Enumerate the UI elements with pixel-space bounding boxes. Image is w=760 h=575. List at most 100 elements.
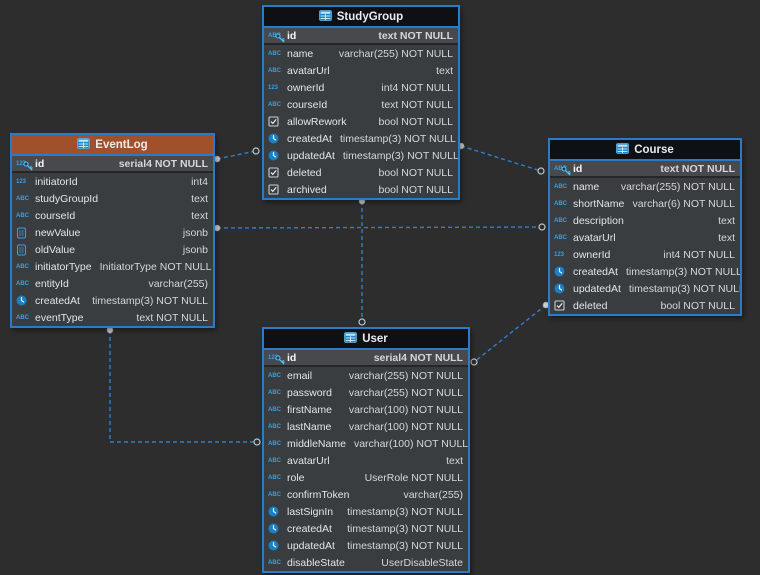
column-row[interactable]: ABC confirmToken varchar(255) [264,486,468,503]
column-row[interactable]: ABC initiatorType InitiatorType NOT NULL [12,258,213,275]
column-row[interactable]: ABC role UserRole NOT NULL [264,469,468,486]
table-icon [616,143,629,157]
column-row[interactable]: oldValue jsonb [12,241,213,258]
relationship-line-eventlog-course[interactable] [217,227,542,228]
text-type-icon: ABC [16,281,33,287]
column-row[interactable]: createdAt timestamp(3) NOT NULL [12,292,213,309]
column-row[interactable]: deleted bool NOT NULL [264,164,458,181]
column-row[interactable]: ABC description text [550,212,740,229]
text-type-icon: ABC [268,424,285,430]
column-type: text NOT NULL [652,163,735,175]
text-type-icon: ABC [16,264,33,270]
column-type: int4 NOT NULL [655,249,735,261]
column-name: studyGroupId [35,193,98,205]
column-type: int4 NOT NULL [373,82,453,94]
column-row[interactable]: allowRework bool NOT NULL [264,113,458,130]
column-row[interactable]: lastSignIn timestamp(3) NOT NULL [264,503,468,520]
column-type: timestamp(3) NOT NULL [84,295,208,307]
column-row[interactable]: ABC lastName varchar(100) NOT NULL [264,418,468,435]
column-type: varchar(255) NOT NULL [331,48,453,60]
relationship-endpoint-hollow [539,224,545,230]
column-type: bool NOT NULL [370,184,453,196]
column-row[interactable]: createdAt timestamp(3) NOT NULL [264,130,458,147]
column-row[interactable]: updatedAt timestamp(3) NOT NULL [550,280,740,297]
relationship-endpoint-hollow [538,168,544,174]
column-name: id [287,30,296,42]
table-course[interactable]: Course ABC id text NOT NULL ABC name var… [548,138,742,316]
column-type: varchar(255) NOT NULL [341,387,463,399]
column-row[interactable]: ABC studyGroupId text [12,190,213,207]
text-type-icon: ABC [268,68,285,74]
column-name: id [573,163,582,175]
relationship-line-eventlog-user[interactable] [110,330,257,442]
primary-key-icon [275,355,285,365]
table-user[interactable]: User 123 id serial4 NOT NULL ABC email v… [262,327,470,573]
table-header[interactable]: User [264,329,468,350]
primary-key-icon [561,166,571,176]
column-row[interactable]: ABC avatarUrl text [264,452,468,469]
column-row[interactable]: 123 id serial4 NOT NULL [264,350,468,367]
column-row[interactable]: ABC middleName varchar(100) NOT NULL [264,435,468,452]
column-row[interactable]: 123 id serial4 NOT NULL [12,156,213,173]
table-eventlog[interactable]: EventLog 123 id serial4 NOT NULL 123 ini… [10,133,215,328]
column-type: varchar(255) NOT NULL [613,181,735,193]
column-type: int4 [183,176,208,188]
table-header[interactable]: EventLog [12,135,213,156]
column-row[interactable]: archived bool NOT NULL [264,181,458,198]
table-header[interactable]: Course [550,140,740,161]
column-name: middleName [287,438,346,450]
column-row[interactable]: ABC courseId text NOT NULL [264,96,458,113]
column-row[interactable]: ABC avatarUrl text [264,62,458,79]
relationship-line-eventlog-studygroup[interactable] [217,151,256,159]
column-row[interactable]: 123 ownerId int4 NOT NULL [550,246,740,263]
column-type: text [183,210,208,222]
column-row[interactable]: 123 initiatorId int4 [12,173,213,190]
boolean-type-icon [268,167,285,178]
column-row[interactable]: ABC shortName varchar(6) NOT NULL [550,195,740,212]
text-type-icon: ABC [16,213,33,219]
relationship-line-studygroup-course[interactable] [461,146,541,171]
column-name: avatarUrl [287,65,330,77]
column-row[interactable]: 123 ownerId int4 NOT NULL [264,79,458,96]
column-row[interactable]: ABC eventType text NOT NULL [12,309,213,326]
column-row[interactable]: newValue jsonb [12,224,213,241]
integer-type-icon: 123 [268,355,285,361]
text-type-icon: ABC [554,184,571,190]
column-row[interactable]: ABC password varchar(255) NOT NULL [264,384,468,401]
column-row[interactable]: createdAt timestamp(3) NOT NULL [264,520,468,537]
table-header[interactable]: StudyGroup [264,7,458,28]
column-row[interactable]: createdAt timestamp(3) NOT NULL [550,263,740,280]
integer-type-icon: 123 [16,161,33,167]
column-row[interactable]: ABC id text NOT NULL [264,28,458,45]
integer-type-icon: 123 [268,85,285,91]
timestamp-type-icon [554,283,571,294]
column-row[interactable]: ABC avatarUrl text [550,229,740,246]
text-type-icon: ABC [268,407,285,413]
column-row[interactable]: ABC email varchar(255) NOT NULL [264,367,468,384]
column-row[interactable]: ABC name varchar(255) NOT NULL [550,178,740,195]
column-type: timestamp(3) NOT NULL [335,150,458,162]
column-name: createdAt [287,523,332,535]
column-row[interactable]: ABC firstName varchar(100) NOT NULL [264,401,468,418]
table-studygroup[interactable]: StudyGroup ABC id text NOT NULL ABC name… [262,5,460,200]
relationship-line-course-user[interactable] [474,305,546,362]
column-row[interactable]: ABC disableState UserDisableState [264,554,468,571]
column-name: eventType [35,312,83,324]
column-row[interactable]: ABC courseId text [12,207,213,224]
text-type-icon: ABC [268,373,285,379]
column-row[interactable]: updatedAt timestamp(3) NOT NULL [264,147,458,164]
column-row[interactable]: ABC id text NOT NULL [550,161,740,178]
column-type: varchar(100) NOT NULL [346,438,468,450]
column-row[interactable]: updatedAt timestamp(3) NOT NULL [264,537,468,554]
column-type: text [710,232,735,244]
column-name: name [573,181,599,193]
text-type-icon: ABC [554,235,571,241]
table-title: StudyGroup [337,11,403,23]
column-row[interactable]: ABC entityId varchar(255) [12,275,213,292]
column-type: text [710,215,735,227]
column-row[interactable]: deleted bool NOT NULL [550,297,740,314]
column-type: timestamp(3) NOT NULL [339,540,463,552]
text-type-icon: ABC [268,475,285,481]
column-row[interactable]: ABC name varchar(255) NOT NULL [264,45,458,62]
